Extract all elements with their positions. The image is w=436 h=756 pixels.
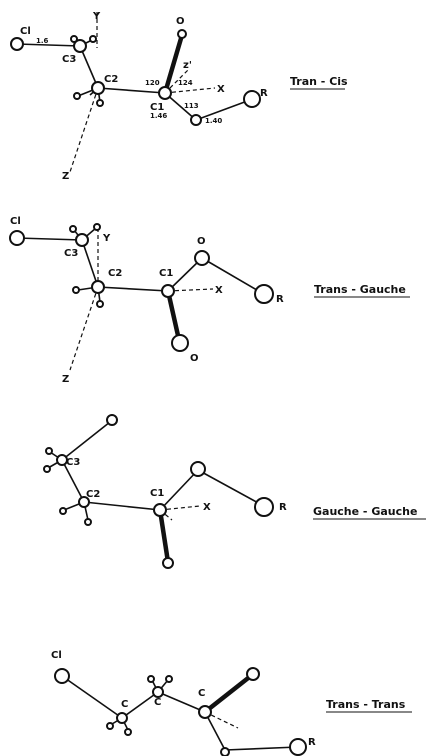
label-z: Z	[62, 171, 69, 182]
label-y: Y	[102, 233, 111, 244]
h-atom	[45, 447, 53, 455]
h-atom	[43, 465, 51, 473]
o-atom	[190, 114, 202, 126]
h-atom	[72, 286, 80, 294]
c3-atom	[56, 454, 68, 466]
label-c3: C3	[66, 457, 80, 468]
r-atom	[289, 738, 307, 756]
c1-atom	[161, 284, 175, 298]
c1-atom	[158, 86, 172, 100]
c2-atom	[78, 496, 90, 508]
conformation-title: Trans - Gauche	[314, 283, 406, 296]
h-atom	[93, 223, 101, 231]
bond-angle: 124	[178, 79, 193, 87]
h-atom	[124, 728, 132, 736]
label-o: O	[190, 353, 199, 364]
panel-gauche-gauche: C3 C2 C1 X R Gauche - Gauche	[43, 414, 426, 569]
panel-trans-trans: Cl C C C R Trans - Trans	[51, 650, 412, 756]
r-atom	[254, 497, 274, 517]
panel-tran-cis: Cl 1.6 C3 Y C2 Z C1 120 124 113 1.46 1.4…	[10, 11, 348, 182]
o-atom	[177, 29, 187, 39]
h-atom	[96, 300, 104, 308]
label-o: O	[197, 236, 206, 247]
label-x: X	[217, 84, 225, 95]
label-cl: Cl	[20, 26, 31, 37]
label-zprime: z'	[183, 60, 192, 71]
cl-atom	[9, 230, 25, 246]
c1-atom	[153, 503, 167, 517]
c2-atom	[91, 81, 105, 95]
h-atom	[70, 35, 78, 43]
label-o: O	[176, 16, 185, 27]
h-atom	[96, 99, 104, 107]
label-x: X	[203, 502, 211, 513]
c3-atom	[75, 233, 89, 247]
o-atom	[171, 334, 189, 352]
label-z: Z	[62, 374, 69, 385]
conformation-title: Trans - Trans	[326, 698, 406, 711]
label-y: Y	[92, 11, 101, 22]
r-atom	[243, 90, 261, 108]
label-c: C	[121, 699, 128, 710]
label-r: R	[276, 294, 284, 305]
panel-trans-gauche: Cl C3 Y C2 Z C1 X O R O Trans - Gauche	[9, 216, 410, 385]
c2-atom	[91, 280, 105, 294]
bond-angle: 113	[184, 102, 199, 110]
h-atom	[106, 414, 118, 426]
o-atom	[194, 250, 210, 266]
label-c1: C1	[150, 488, 164, 499]
label-c3: C3	[62, 54, 76, 65]
label-x: X	[215, 285, 223, 296]
label-c: C	[154, 697, 161, 708]
label-cl: Cl	[51, 650, 62, 661]
label-r: R	[260, 88, 268, 99]
label-c: C	[198, 688, 205, 699]
c-atom	[116, 712, 128, 724]
h-atom	[69, 225, 77, 233]
h-atom	[89, 35, 97, 43]
label-c2: C2	[108, 268, 122, 279]
bond-angle: 120	[145, 79, 160, 87]
h-atom	[106, 722, 114, 730]
bond-length: 1.46	[150, 112, 167, 120]
label-c3: C3	[64, 248, 78, 259]
label-c2: C2	[86, 489, 100, 500]
label-c2: C2	[104, 74, 118, 85]
o-atom	[190, 461, 206, 477]
c-atom	[152, 686, 164, 698]
c3-atom	[73, 39, 87, 53]
label-c1: C1	[159, 268, 173, 279]
o-atom	[220, 747, 230, 756]
h-atom	[147, 675, 155, 683]
cl-atom	[54, 668, 70, 684]
h-atom	[84, 518, 92, 526]
label-c1: C1	[150, 102, 164, 113]
conformation-title: Gauche - Gauche	[313, 505, 417, 518]
r-atom	[254, 284, 274, 304]
cl-atom	[10, 37, 24, 51]
label-r: R	[308, 737, 316, 748]
conformation-title: Tran - Cis	[290, 75, 348, 88]
bond-length: 1.6	[36, 37, 49, 45]
h-atom	[73, 92, 81, 100]
o-atom	[162, 557, 174, 569]
h-atom	[165, 675, 173, 683]
h-atom	[59, 507, 67, 515]
c-atom	[198, 705, 212, 719]
bond-length: 1.40	[205, 117, 222, 125]
o-atom	[246, 667, 260, 681]
label-r: R	[279, 502, 287, 513]
label-cl: Cl	[10, 216, 21, 227]
